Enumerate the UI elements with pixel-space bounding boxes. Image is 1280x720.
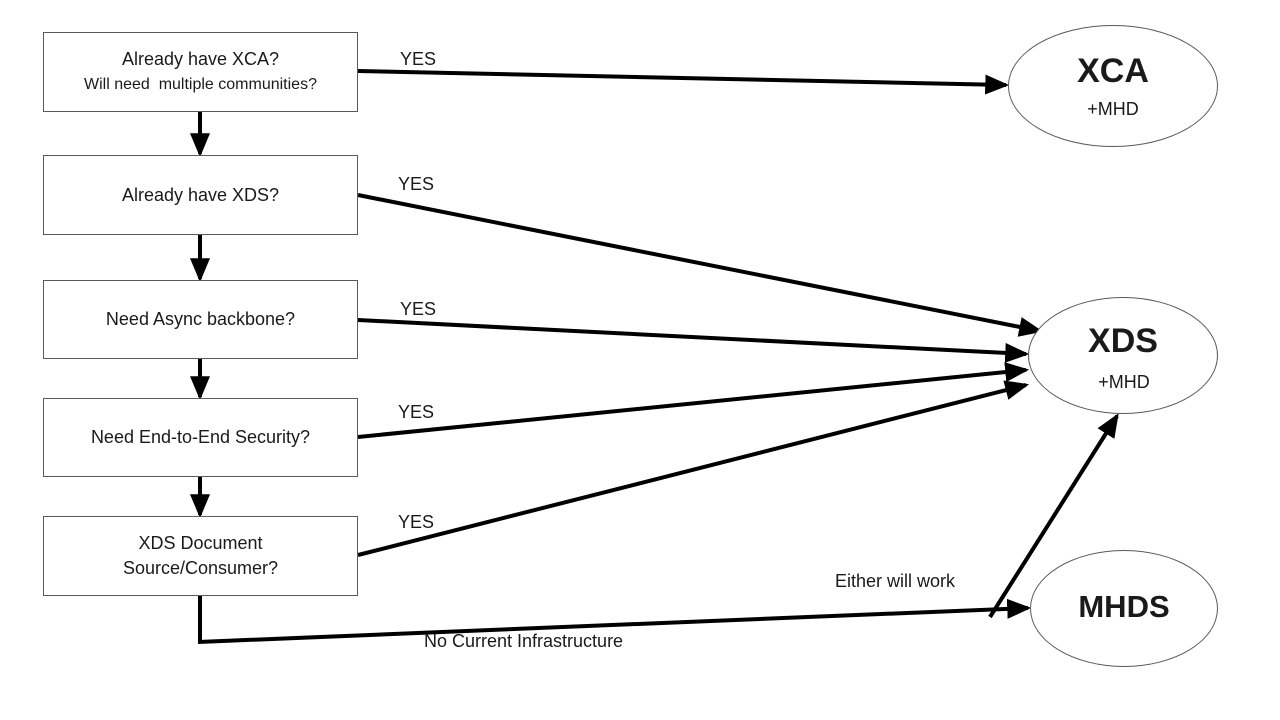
question-security-line1: Need End-to-End Security? — [90, 427, 311, 447]
yes-arrow-xds-1 — [357, 193, 1044, 337]
yes-label-xca: YES — [400, 49, 437, 69]
yes-arrow-xds-3 — [357, 362, 1030, 439]
question-docsource-line2: Source/Consumer? — [122, 558, 279, 578]
question-docsource-line1: XDS Document — [138, 533, 263, 553]
outcome-xca-title: XCA — [1077, 52, 1149, 90]
question-box-async: Need Async backbone? — [43, 280, 358, 359]
outcome-xca: XCA +MHD — [1008, 25, 1218, 147]
either-arrow-xds — [988, 413, 1119, 619]
yes-arrow-xca — [357, 69, 1010, 95]
yes-label-xds: YES — [398, 174, 435, 194]
question-box-security: Need End-to-End Security? — [43, 398, 358, 477]
outcome-xds: XDS +MHD — [1028, 297, 1218, 414]
question-xds-line1: Already have XDS? — [121, 184, 280, 205]
yes-arrow-xds-2 — [357, 318, 1030, 363]
outcome-mhds-title: MHDS — [1078, 589, 1170, 624]
yes-label-docsource: YES — [398, 512, 435, 532]
yes-arrow-xds-4 — [357, 380, 1030, 557]
question-box-xca: Already have XCA? Will need multiple com… — [43, 32, 358, 112]
question-box-document-source: XDS Document Source/Consumer? — [43, 516, 358, 596]
outcome-mhds: MHDS — [1030, 550, 1218, 667]
yes-label-security: YES — [398, 402, 435, 422]
no-infra-arrow-mhds — [197, 598, 1032, 644]
either-will-work-label: Either will work — [835, 571, 956, 591]
question-async-line1: Need Async backbone? — [105, 309, 296, 329]
outcome-xds-title: XDS — [1088, 322, 1158, 360]
question-xca-line2: Will need multiple communities? — [84, 76, 317, 93]
question-box-xds: Already have XDS? — [43, 155, 358, 235]
outcome-xca-sub: +MHD — [1087, 99, 1139, 119]
question-xca-line1: Already have XCA? — [121, 49, 280, 69]
yes-label-async: YES — [400, 299, 437, 319]
no-infrastructure-label: No Current Infrastructure — [424, 631, 624, 651]
outcome-xds-sub: +MHD — [1098, 372, 1150, 392]
